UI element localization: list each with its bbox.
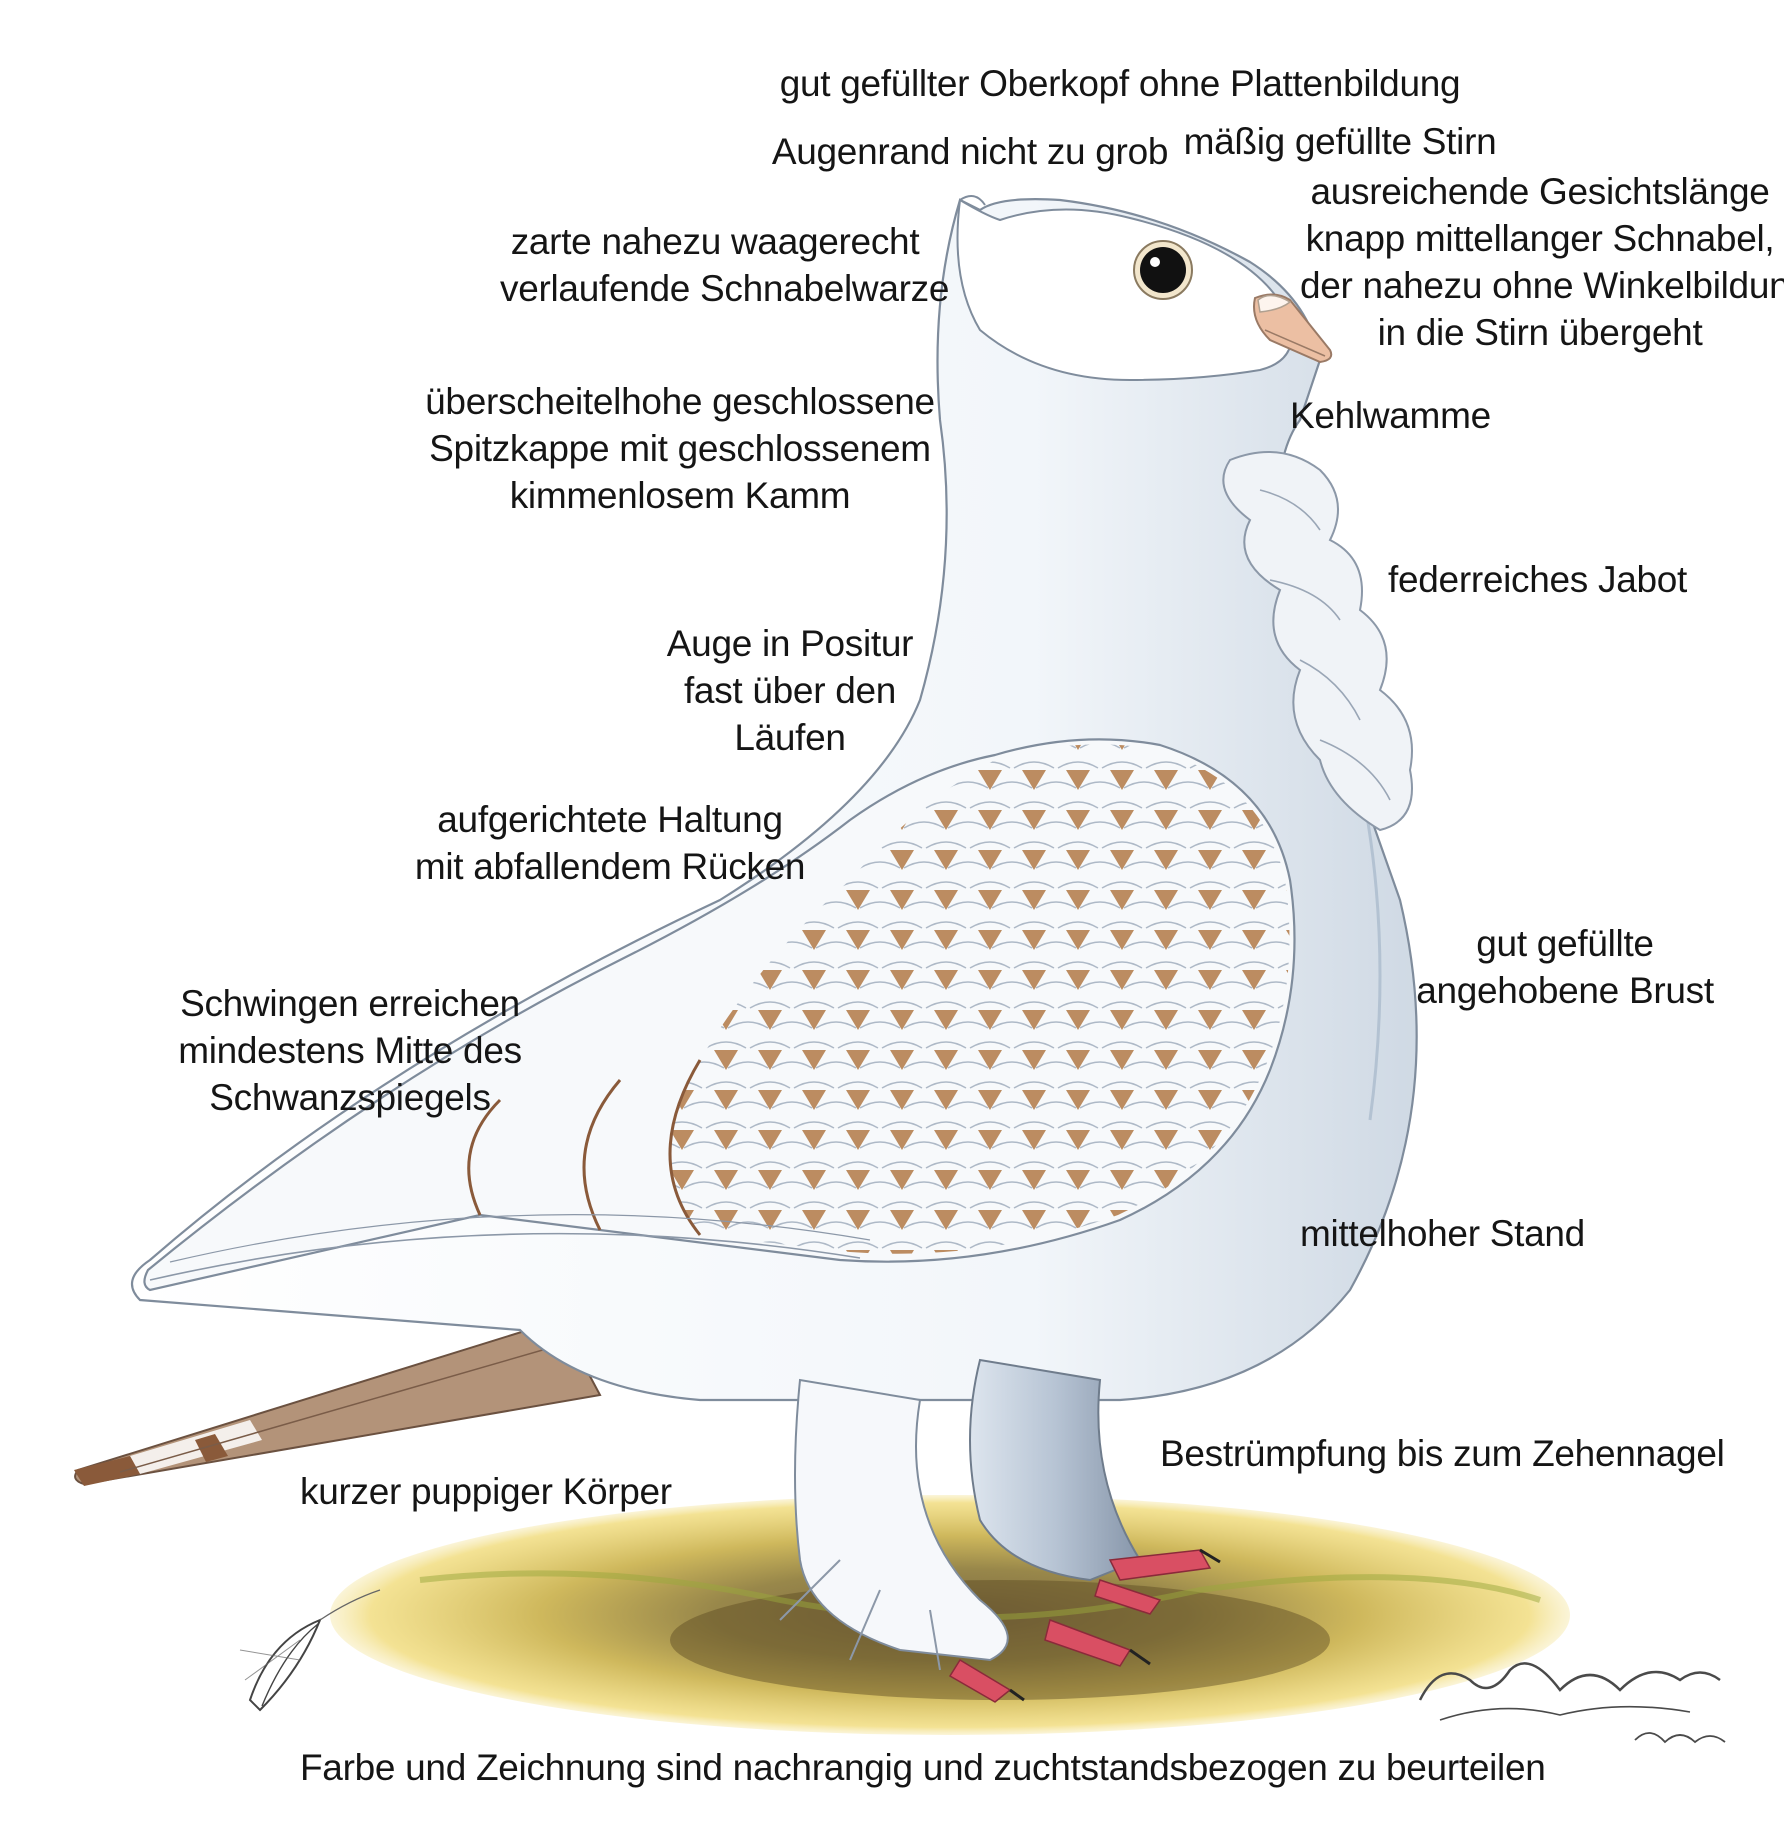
label-haltung: aufgerichtete Haltung mit abfallendem Rü… [414, 799, 806, 887]
label-augenrand: Augenrand nicht zu grob [771, 131, 1169, 172]
label-brust: gut gefüllte angehobene Brust [1416, 923, 1714, 1011]
beak [1253, 293, 1333, 364]
feather [239, 1589, 381, 1712]
label-gesicht: ausreichende Gesichtslänge knapp mittell… [1300, 171, 1784, 353]
jabot [1222, 451, 1413, 832]
label-stirn: mäßig gefüllte Stirn [1183, 121, 1497, 162]
wing [143, 738, 1296, 1292]
head [956, 195, 1293, 382]
label-jabot: federreiches Jabot [1388, 559, 1688, 600]
footer-note: Farbe und Zeichnung sind nachrangig und … [300, 1747, 1546, 1788]
label-koerper: kurzer puppiger Körper [300, 1471, 672, 1512]
label-oberkopf: gut gefüllter Oberkopf ohne Plattenbildu… [779, 63, 1461, 104]
label-kehlwamme: Kehlwamme [1290, 395, 1491, 436]
artist-signature [1418, 1662, 1726, 1744]
legs [779, 1358, 1142, 1671]
eye [1133, 240, 1193, 300]
label-auge: Auge in Positur fast über den Läufen [666, 623, 914, 758]
feet [948, 1548, 1221, 1703]
label-spitzkappe: überscheitelhohe geschlossene Spitzkappe… [425, 381, 935, 516]
label-schnabelwarze: zarte nahezu waagerecht verlaufende Schn… [500, 221, 950, 309]
label-bestruempfung: Bestrümpfung bis zum Zehennagel [1160, 1433, 1725, 1474]
tail [74, 1318, 602, 1486]
label-schwingen: Schwingen erreichen mindestens Mitte des… [178, 983, 522, 1118]
label-stand: mittelhoher Stand [1300, 1213, 1585, 1254]
